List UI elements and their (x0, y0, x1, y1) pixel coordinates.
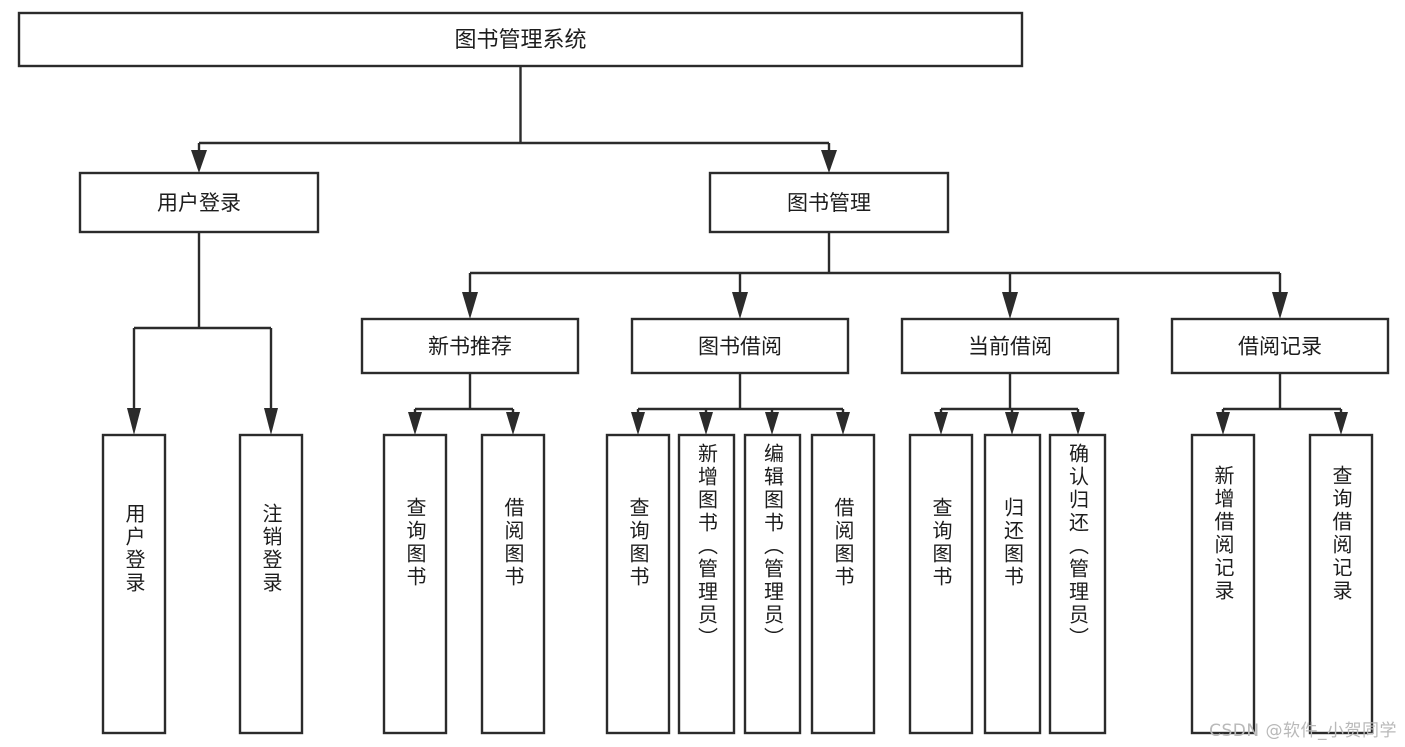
leaf-box-current-return[interactable] (983, 433, 1042, 735)
leaf-box-borrow-add[interactable] (677, 433, 736, 735)
arrow-head-icon (1334, 412, 1348, 435)
arrow-head-icon (631, 412, 645, 435)
arrow-head-icon (934, 412, 948, 435)
node-new-book[interactable]: 新书推荐 (360, 317, 580, 375)
connector-group-user-login (127, 232, 278, 435)
leaf-box-record-add[interactable] (1190, 433, 1256, 735)
leaf-box-borrow-query[interactable] (605, 433, 671, 735)
leaf-box-user-login[interactable] (101, 433, 167, 735)
arrow-head-icon (191, 150, 207, 173)
arrow-head-icon (821, 150, 837, 173)
node-book-borrow-label: 图书借阅 (698, 335, 782, 359)
node-new-book-box[interactable] (360, 317, 580, 375)
node-book-mgmt-box[interactable] (708, 171, 950, 234)
connector-group-borrow (631, 373, 850, 435)
leaf-box-newbook-query[interactable] (382, 433, 448, 735)
arrow-head-icon (732, 292, 748, 319)
node-user-login-label: 用户登录 (157, 191, 241, 215)
node-user-login-box[interactable] (78, 171, 320, 234)
leaf-box-record-query[interactable] (1308, 433, 1374, 735)
node-current-borrow-box[interactable] (900, 317, 1120, 375)
connector-group-new-book (408, 373, 520, 435)
arrow-head-icon (1071, 412, 1085, 435)
connector-group-book-mgmt (462, 232, 1288, 319)
node-new-book-label: 新书推荐 (428, 335, 512, 359)
arrow-head-icon (1272, 292, 1288, 319)
node-book-borrow[interactable]: 图书借阅 (630, 317, 850, 375)
node-book-mgmt-label: 图书管理 (787, 191, 871, 215)
arrow-head-icon (1002, 292, 1018, 319)
connector-group-current (934, 373, 1085, 435)
arrow-head-icon (836, 412, 850, 435)
arrow-head-icon (408, 412, 422, 435)
node-root-label: 图书管理系统 (454, 28, 586, 53)
arrow-head-icon (506, 412, 520, 435)
node-book-mgmt[interactable]: 图书管理 (708, 171, 950, 234)
leaf-box-logout[interactable] (238, 433, 304, 735)
node-borrow-record-box[interactable] (1170, 317, 1390, 375)
arrow-head-icon (462, 292, 478, 319)
node-root[interactable]: 图书管理系统 (17, 11, 1024, 68)
arrow-head-icon (127, 408, 141, 435)
leaf-box-current-query[interactable] (908, 433, 974, 735)
node-root-box[interactable] (17, 11, 1024, 68)
leaf-box-current-confirm[interactable] (1048, 433, 1107, 735)
leaf-box-borrow-edit[interactable] (743, 433, 802, 735)
arrow-head-icon (1216, 412, 1230, 435)
arrow-head-icon (765, 412, 779, 435)
node-current-borrow-label: 当前借阅 (968, 335, 1052, 359)
node-book-borrow-box[interactable] (630, 317, 850, 375)
connector-group-record (1216, 373, 1348, 435)
node-user-login[interactable]: 用户登录 (78, 171, 320, 234)
arrow-head-icon (264, 408, 278, 435)
leaf-box-newbook-borrow[interactable] (480, 433, 546, 735)
arrow-head-icon (1005, 412, 1019, 435)
watermark-text: CSDN @软件_小贺同学 (1209, 721, 1397, 741)
leaf-box-borrow-borrow[interactable] (810, 433, 876, 735)
node-current-borrow[interactable]: 当前借阅 (900, 317, 1120, 375)
node-borrow-record[interactable]: 借阅记录 (1170, 317, 1390, 375)
connector-group-root (191, 66, 837, 173)
arrow-head-icon (699, 412, 713, 435)
node-borrow-record-label: 借阅记录 (1238, 335, 1322, 359)
